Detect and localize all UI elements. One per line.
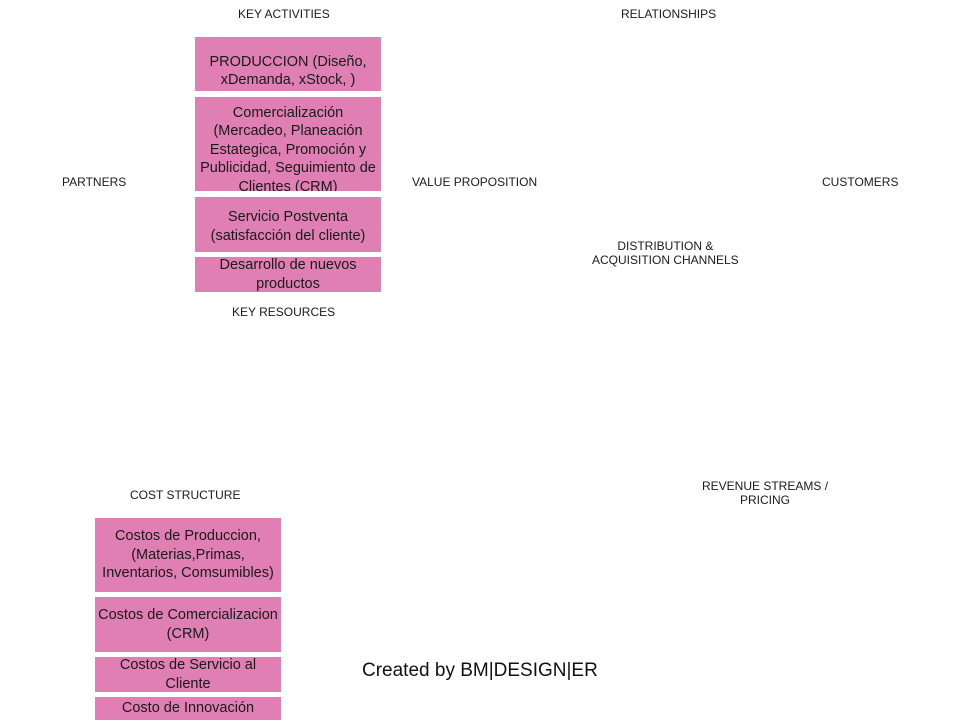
activity-note-text: PRODUCCION (Diseño, xDemanda, xStock, ) [209, 53, 367, 89]
cost-note-text: Costos de Servicio al Cliente [119, 657, 257, 692]
cost-note-comercializacion: Costos de Comercializacion (CRM) [95, 597, 281, 652]
distribution-channels-header: DISTRIBUTION & ACQUISITION CHANNELS [592, 239, 739, 267]
activity-note-comercializacion: Comercialización (Mercadeo, Planeación E… [195, 97, 381, 191]
key-resources-header: KEY RESOURCES [232, 305, 336, 319]
distribution-header-line2: ACQUISITION CHANNELS [592, 253, 739, 267]
activity-note-produccion: PRODUCCION (Diseño, xDemanda, xStock, ) [195, 37, 381, 91]
cost-note-text: Costo de Innovación [121, 700, 255, 717]
activity-note-text: Servicio Postventa (satisfacción del cli… [210, 209, 366, 244]
revenue-header-line1: REVENUE STREAMS / [702, 479, 829, 493]
cost-note-servicio-cliente: Costos de Servicio al Cliente [95, 657, 281, 692]
cost-note-text: Costos de Produccion, (Materias,Primas, … [102, 528, 274, 582]
revenue-streams-header: REVENUE STREAMS / PRICING [702, 479, 828, 507]
activity-note-text: Desarrollo de nuevos productos [219, 257, 357, 292]
cost-note-innovacion: Costo de Innovación [95, 697, 281, 720]
cost-note-text: Costos de Comercializacion (CRM) [98, 607, 278, 642]
relationships-header: RELATIONSHIPS [621, 7, 717, 21]
activity-note-desarrollo: Desarrollo de nuevos productos [195, 257, 381, 292]
partners-header: PARTNERS [62, 175, 127, 189]
customers-header: CUSTOMERS [822, 175, 899, 189]
revenue-header-line2: PRICING [740, 493, 791, 507]
activity-note-servicio-postventa: Servicio Postventa (satisfacción del cli… [195, 197, 381, 252]
cost-structure-header: COST STRUCTURE [130, 488, 241, 502]
key-activities-header: KEY ACTIVITIES [238, 7, 330, 21]
activity-note-text: Comercialización (Mercadeo, Planeación E… [200, 104, 376, 191]
value-proposition-header: VALUE PROPOSITION [412, 175, 538, 189]
footer-credit: Created by BM|DESIGN|ER [362, 660, 598, 681]
distribution-header-line1: DISTRIBUTION & [617, 239, 714, 253]
cost-note-produccion: Costos de Produccion, (Materias,Primas, … [95, 518, 281, 592]
